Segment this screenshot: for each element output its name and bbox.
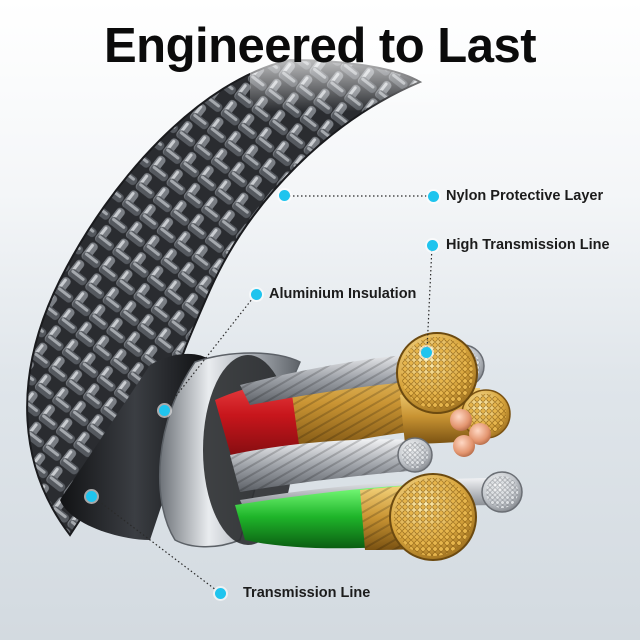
label-transmission-line: Transmission Line <box>243 585 371 601</box>
callout-dot-transmission <box>215 588 226 599</box>
callout-dot-high-transmission <box>427 240 438 251</box>
wire-end-faces <box>389 332 523 561</box>
callout-dot-aluminium <box>251 289 262 300</box>
callout-lines <box>91 195 433 594</box>
label-aluminium-insulation: Aluminium Insulation <box>269 286 417 302</box>
callout-dot-nylon <box>428 191 439 202</box>
callout-dot-nylon-source <box>279 190 290 201</box>
label-nylon-protective-layer: Nylon Protective Layer <box>446 188 604 204</box>
callout-dot-aluminium-source <box>159 405 170 416</box>
label-high-transmission-line: High Transmission Line <box>446 237 610 253</box>
callout-dot-transmission-source <box>86 491 97 502</box>
cable-collar <box>60 353 210 540</box>
page-title: Engineered to Last <box>103 19 537 73</box>
callout-dot-high-transmission-source <box>421 347 432 358</box>
